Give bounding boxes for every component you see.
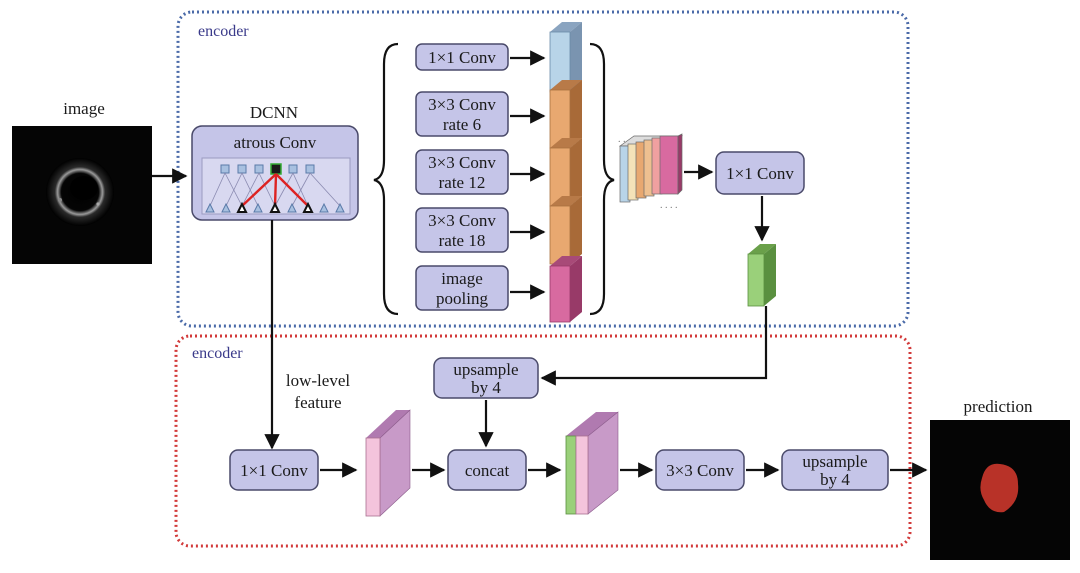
aspp-branch-1x1: 1×1 Conv: [415, 43, 509, 71]
feature-map-green: [747, 244, 776, 307]
prediction-image: [930, 420, 1070, 560]
aspp-output-conv-label: 1×1 Conv: [726, 164, 794, 183]
dcnn-title: DCNN: [250, 103, 298, 122]
low-level-label-1: low-level: [286, 371, 350, 390]
aspp-branch-rate6-line2: rate 6: [443, 115, 481, 134]
feature-map-orange-3: [549, 196, 582, 265]
aspp-branch-1x1-label: 1×1 Conv: [428, 48, 496, 67]
svg-text:. . . .: . . . .: [618, 134, 636, 145]
low-level-label-2: feature: [294, 393, 341, 412]
aspp-branch-rate18-line2: rate 18: [439, 231, 486, 250]
aspp-branch-rate18-line1: 3×3 Conv: [428, 211, 496, 230]
decoder-concat: concat: [447, 449, 527, 491]
atrous-conv-label: atrous Conv: [234, 133, 317, 152]
decoder-upsample-final: upsample by 4: [781, 449, 889, 491]
feature-map-pink: [549, 256, 582, 323]
input-image: [12, 126, 152, 264]
decoder-upsample-top: upsample by 4: [433, 357, 539, 399]
feature-map-orange-1: [549, 80, 582, 149]
aspp-branch-pooling: image pooling: [415, 265, 509, 311]
feature-map-lowlevel: [365, 409, 411, 517]
aspp-branch-rate12: 3×3 Conv rate 12: [415, 149, 509, 195]
aspp-branch-pooling-line1: image: [441, 269, 483, 288]
decoder-conv3-label: 3×3 Conv: [666, 461, 734, 480]
decoder-low-conv-label: 1×1 Conv: [240, 461, 308, 480]
prediction-title: prediction: [964, 397, 1033, 416]
decoder-region: [174, 334, 912, 548]
encoder-region: [176, 10, 910, 328]
feature-map-blue: [549, 22, 582, 93]
feature-map-concat: [565, 411, 619, 515]
atrous-conv-block: atrous Conv: [191, 125, 359, 221]
decoder-concat-label: concat: [465, 461, 510, 480]
aspp-branch-rate18: 3×3 Conv rate 18: [415, 207, 509, 253]
aspp-branch-rate6: 3×3 Conv rate 6: [415, 91, 509, 137]
arrow-green-to-upsample: [540, 306, 768, 386]
decoder-upsample-final-line1: upsample: [802, 452, 867, 471]
decoder-upsample-final-line2: by 4: [820, 470, 850, 489]
aspp-output-conv: 1×1 Conv: [715, 151, 805, 195]
image-title: image: [63, 99, 105, 118]
aspp-right-brace: [589, 42, 615, 316]
feature-map-orange-2: [549, 138, 582, 207]
decoder-low-conv: 1×1 Conv: [229, 449, 319, 491]
atrous-center-node: [270, 163, 282, 175]
encoder-label-top: encoder: [198, 23, 249, 40]
aspp-branch-rate6-line1: 3×3 Conv: [428, 95, 496, 114]
decoder-upsample-top-line1: upsample: [453, 360, 518, 379]
aspp-branch-rate12-line1: 3×3 Conv: [428, 153, 496, 172]
aspp-branch-pooling-line2: pooling: [436, 289, 488, 308]
aspp-concat-stack: . . . . . . . .: [618, 133, 684, 211]
svg-text:. . . .: . . . .: [660, 200, 678, 211]
decoder-conv3: 3×3 Conv: [655, 449, 745, 491]
aspp-left-brace: [373, 42, 399, 316]
atrous-bottom-nodes: [205, 202, 345, 213]
decoder-upsample-top-line2: by 4: [471, 378, 501, 397]
encoder-label-bottom: encoder: [192, 345, 243, 362]
aspp-branch-rate12-line2: rate 12: [439, 173, 486, 192]
